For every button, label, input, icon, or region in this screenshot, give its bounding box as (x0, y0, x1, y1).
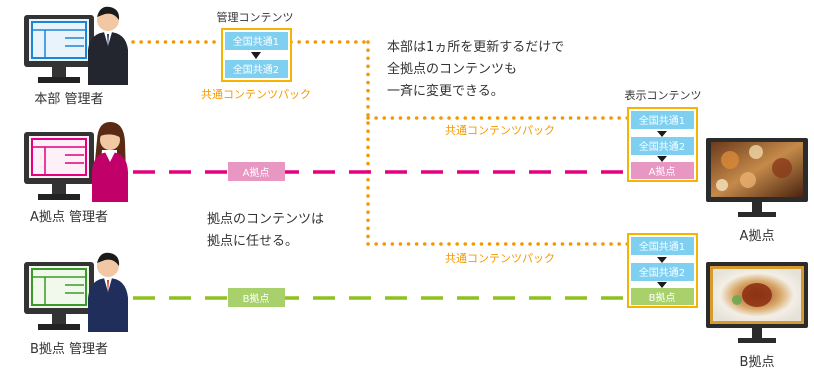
a-stack-item-1-label: 全国共通1 (639, 114, 685, 127)
a-person-body-icon (92, 152, 128, 202)
hq-note-line-3: 一斉に変更できる。 (387, 83, 504, 99)
hq-admin-figure (24, 6, 128, 85)
b-stack-arrow-2-icon (657, 282, 667, 288)
a-display-stack: 全国共通1 全国共通2 A拠点 (627, 107, 698, 182)
a-branch-tag-label: A拠点 (243, 166, 270, 179)
b-branch-tag-label: B拠点 (243, 292, 270, 305)
a-monitor-label: A拠点 (740, 229, 775, 244)
hq-pack-title: 管理コンテンツ (217, 10, 294, 24)
hq-pack-item-2 (225, 60, 288, 78)
a-stack-arrow-2-icon (657, 156, 667, 162)
b-display-monitor (706, 262, 808, 343)
hq-note-line-1: 本部は1ヵ所を更新するだけで (387, 39, 564, 55)
b-admin-label: B拠点 管理者 (30, 342, 108, 357)
display-content-label: 表示コンテンツ (625, 88, 702, 102)
b-stack-item-3-label: B拠点 (649, 291, 676, 304)
hq-pack-arrow-icon (251, 52, 261, 59)
a-stack-item-3 (631, 162, 694, 179)
hq-pack-caption: 共通コンテンツパック (201, 88, 311, 101)
b-pack-label: 共通コンテンツパック (445, 252, 555, 265)
a-stack-item-2 (631, 137, 694, 155)
b-stack-item-2-label: 全国共通2 (639, 266, 685, 279)
a-stack-item-2-label: 全国共通2 (639, 140, 685, 153)
hq-pack-item-1-label: 全国共通1 (233, 35, 279, 48)
b-person-body-icon (88, 278, 128, 332)
hq-pack-item-1 (225, 32, 288, 50)
connection-lines (131, 40, 706, 300)
b-branch-tag (228, 288, 285, 307)
a-display-monitor (706, 138, 808, 217)
a-branch-tag (228, 162, 285, 181)
hq-pack-item-2-label: 全国共通2 (233, 63, 279, 76)
branch-note-line-1: 拠点のコンテンツは (207, 212, 324, 227)
b-stack-item-1-label: 全国共通1 (639, 240, 685, 253)
b-stack-item-3 (631, 288, 694, 305)
b-display-stack: 全国共通1 全国共通2 B拠点 (627, 233, 698, 308)
hq-note-line-2: 全拠点のコンテンツも (387, 61, 517, 77)
a-admin-figure (24, 122, 128, 202)
b-admin-figure (24, 252, 128, 332)
b-monitor-label: B拠点 (740, 355, 775, 369)
b-stack-arrow-1-icon (657, 257, 667, 263)
a-stack-arrow-1-icon (657, 131, 667, 137)
branch-note-line-2: 拠点に任せる。 (207, 234, 298, 249)
b-stack-item-2 (631, 263, 694, 281)
a-pack-label: 共通コンテンツパック (445, 124, 555, 137)
hq-admin-label: 本部 管理者 (34, 92, 103, 107)
hq-content-pack: 全国共通1 全国共通2 (221, 28, 292, 82)
b-stack-item-1 (631, 237, 694, 255)
a-admin-label: A拠点 管理者 (30, 210, 108, 225)
a-stack-item-3-label: A拠点 (649, 165, 676, 178)
hq-person-body-icon (88, 32, 128, 85)
a-stack-item-1 (631, 111, 694, 129)
